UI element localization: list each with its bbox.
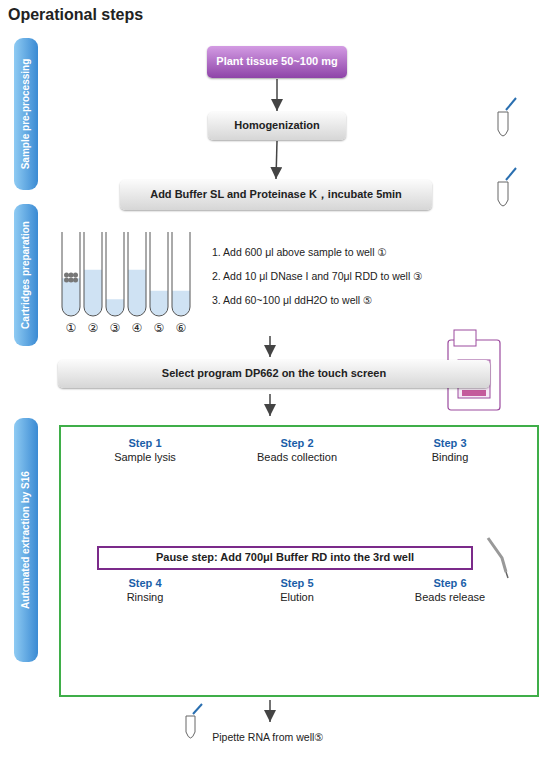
well (84, 232, 102, 316)
node-text: Automated extraction by S16 (20, 471, 32, 609)
node-text: Homogenization (234, 119, 320, 132)
step-number: Step 1 (128, 437, 161, 449)
tube-icon (498, 98, 516, 136)
step-title: Sample lysis (114, 451, 176, 463)
pause-box: Pause step: Add 700μl Buffer RD into the… (97, 546, 473, 570)
diagram-title: Operational steps (8, 6, 143, 24)
section-band: Sample pre-processing (14, 38, 38, 190)
tube-icon (498, 168, 516, 206)
bead (69, 278, 74, 283)
well-number: ① (66, 321, 77, 335)
well-number: ② (88, 321, 99, 335)
step-number: Step 3 (433, 437, 466, 449)
node-text: Select program DP662 on the touch screen (162, 367, 386, 380)
step-number: Step 2 (280, 437, 313, 449)
well (150, 232, 168, 316)
liquid (62, 278, 80, 316)
pipette-icon (186, 704, 202, 738)
flow-arrow (269, 336, 271, 357)
step-number: Step 4 (128, 577, 161, 589)
step-title: Beads collection (257, 451, 337, 463)
node-text: Cartridges preparation (20, 221, 32, 329)
section-band: Cartridges preparation (14, 204, 38, 346)
bead (64, 273, 69, 278)
well (106, 232, 124, 316)
node-text: Plant tissue 50~100 mg (216, 55, 337, 68)
cartridge (62, 232, 190, 316)
well-number: ⑥ (176, 321, 187, 335)
liquid (128, 270, 146, 316)
bead (64, 278, 69, 283)
bead (69, 273, 74, 278)
well (62, 232, 80, 316)
flow-arrow (276, 141, 277, 179)
node-text: Sample pre-processing (20, 59, 32, 170)
node-text: Add Buffer SL and Proteinase K，incubate … (150, 188, 402, 201)
section-band: Automated extraction by S16 (14, 418, 38, 662)
flow-arrow (269, 394, 271, 416)
step-title: Beads release (415, 591, 485, 603)
process-box: Add Buffer SL and Proteinase K，incubate … (120, 180, 432, 210)
instruction: 2. Add 10 μl DNase I and 70μl RDD to wel… (212, 270, 423, 282)
well (172, 232, 190, 316)
instruction: 1. Add 600 μl above sample to well ① (212, 246, 387, 258)
instruction: 3. Add 60~100 μl ddH2O to well ⑤ (212, 294, 373, 306)
bead (73, 278, 78, 283)
start-box: Plant tissue 50~100 mg (207, 46, 346, 78)
well-number: ④ (132, 321, 143, 335)
step-number: Step 5 (280, 577, 313, 589)
well (128, 232, 146, 316)
process-box: Homogenization (208, 112, 346, 140)
step-title: Binding (432, 451, 469, 463)
step-title: Rinsing (127, 591, 164, 603)
flow-arrow (276, 79, 278, 111)
liquid (172, 291, 190, 316)
step-title: Elution (280, 591, 314, 603)
extraction-panel (60, 426, 538, 696)
bead (73, 273, 78, 278)
well-number: ③ (110, 321, 121, 335)
node-text: Pause step: Add 700μl Buffer RD into the… (156, 551, 414, 564)
final-instruction: Pipette RNA from well⑤ (212, 731, 324, 743)
process-box: Select program DP662 on the touch screen (58, 360, 490, 388)
step-number: Step 6 (433, 577, 466, 589)
liquid (84, 270, 102, 316)
liquid (150, 291, 168, 316)
pipette-icon (488, 538, 508, 578)
flow-arrow (269, 700, 271, 722)
well-number: ⑤ (154, 321, 165, 335)
